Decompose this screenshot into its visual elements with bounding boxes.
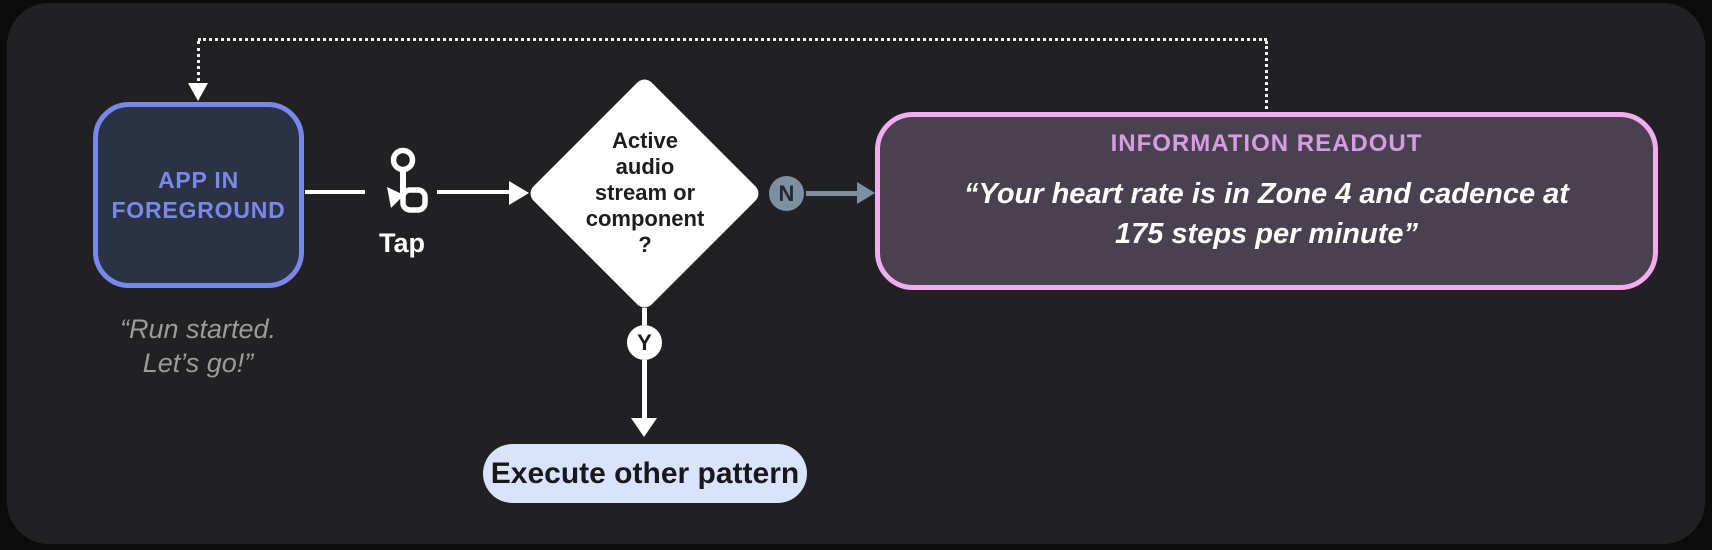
yes-branch-label: Y <box>637 329 652 355</box>
tap-gesture-icon <box>374 146 430 222</box>
tap-label: Tap <box>379 228 425 258</box>
information-readout-card: INFORMATION READOUT “Your heart rate is … <box>875 112 1658 290</box>
arrow-no-to-readout-line <box>806 191 858 196</box>
no-branch-badge: N <box>769 176 804 211</box>
app-voice-quote-line1: “Run started. <box>119 314 277 344</box>
arrow-yes-to-execute-head-icon <box>631 418 657 437</box>
stub-decision-to-yes <box>642 308 647 325</box>
arrow-tap-to-decision-head-icon <box>509 181 529 205</box>
app-in-foreground-node: APP IN FOREGROUND <box>93 102 304 288</box>
app-node-label-line1: APP IN <box>157 167 240 193</box>
arrow-tap-to-decision-line <box>437 190 510 194</box>
execute-pattern-label: Execute other pattern <box>490 456 800 490</box>
execute-pattern-pill: Execute other pattern <box>483 444 807 503</box>
decision-label-line5: ? <box>638 232 652 257</box>
decision-label-line4: component <box>585 206 705 231</box>
arrow-yes-to-execute-line <box>642 360 647 418</box>
feedback-loop-arrowhead-icon <box>188 83 208 101</box>
app-node-label-line2: FOREGROUND <box>111 197 286 223</box>
feedback-loop-line-horizontal <box>198 38 1267 41</box>
decision-label: Active audio stream or component ? <box>557 128 733 258</box>
readout-title: INFORMATION READOUT <box>1110 130 1423 157</box>
decision-label-line3: stream or <box>594 180 696 205</box>
readout-quote-line2: 175 steps per minute” <box>1114 218 1418 250</box>
connector-app-to-tap <box>305 190 365 194</box>
readout-quote-line1: “Your heart rate is in Zone 4 and cadenc… <box>964 178 1569 210</box>
feedback-loop-line-left-vertical <box>197 41 200 81</box>
decision-label-line2: audio <box>615 154 675 179</box>
app-voice-quote: “Run started. Let’s go!” <box>63 312 333 380</box>
arrow-no-to-readout-head-icon <box>857 182 875 204</box>
decision-label-line1: Active <box>611 128 679 153</box>
feedback-loop-line-right-vertical <box>1265 41 1268 109</box>
readout-quote: “Your heart rate is in Zone 4 and cadenc… <box>964 174 1569 254</box>
yes-branch-badge: Y <box>627 325 662 360</box>
no-branch-label: N <box>778 180 795 206</box>
app-voice-quote-line2: Let’s go!” <box>142 348 254 378</box>
